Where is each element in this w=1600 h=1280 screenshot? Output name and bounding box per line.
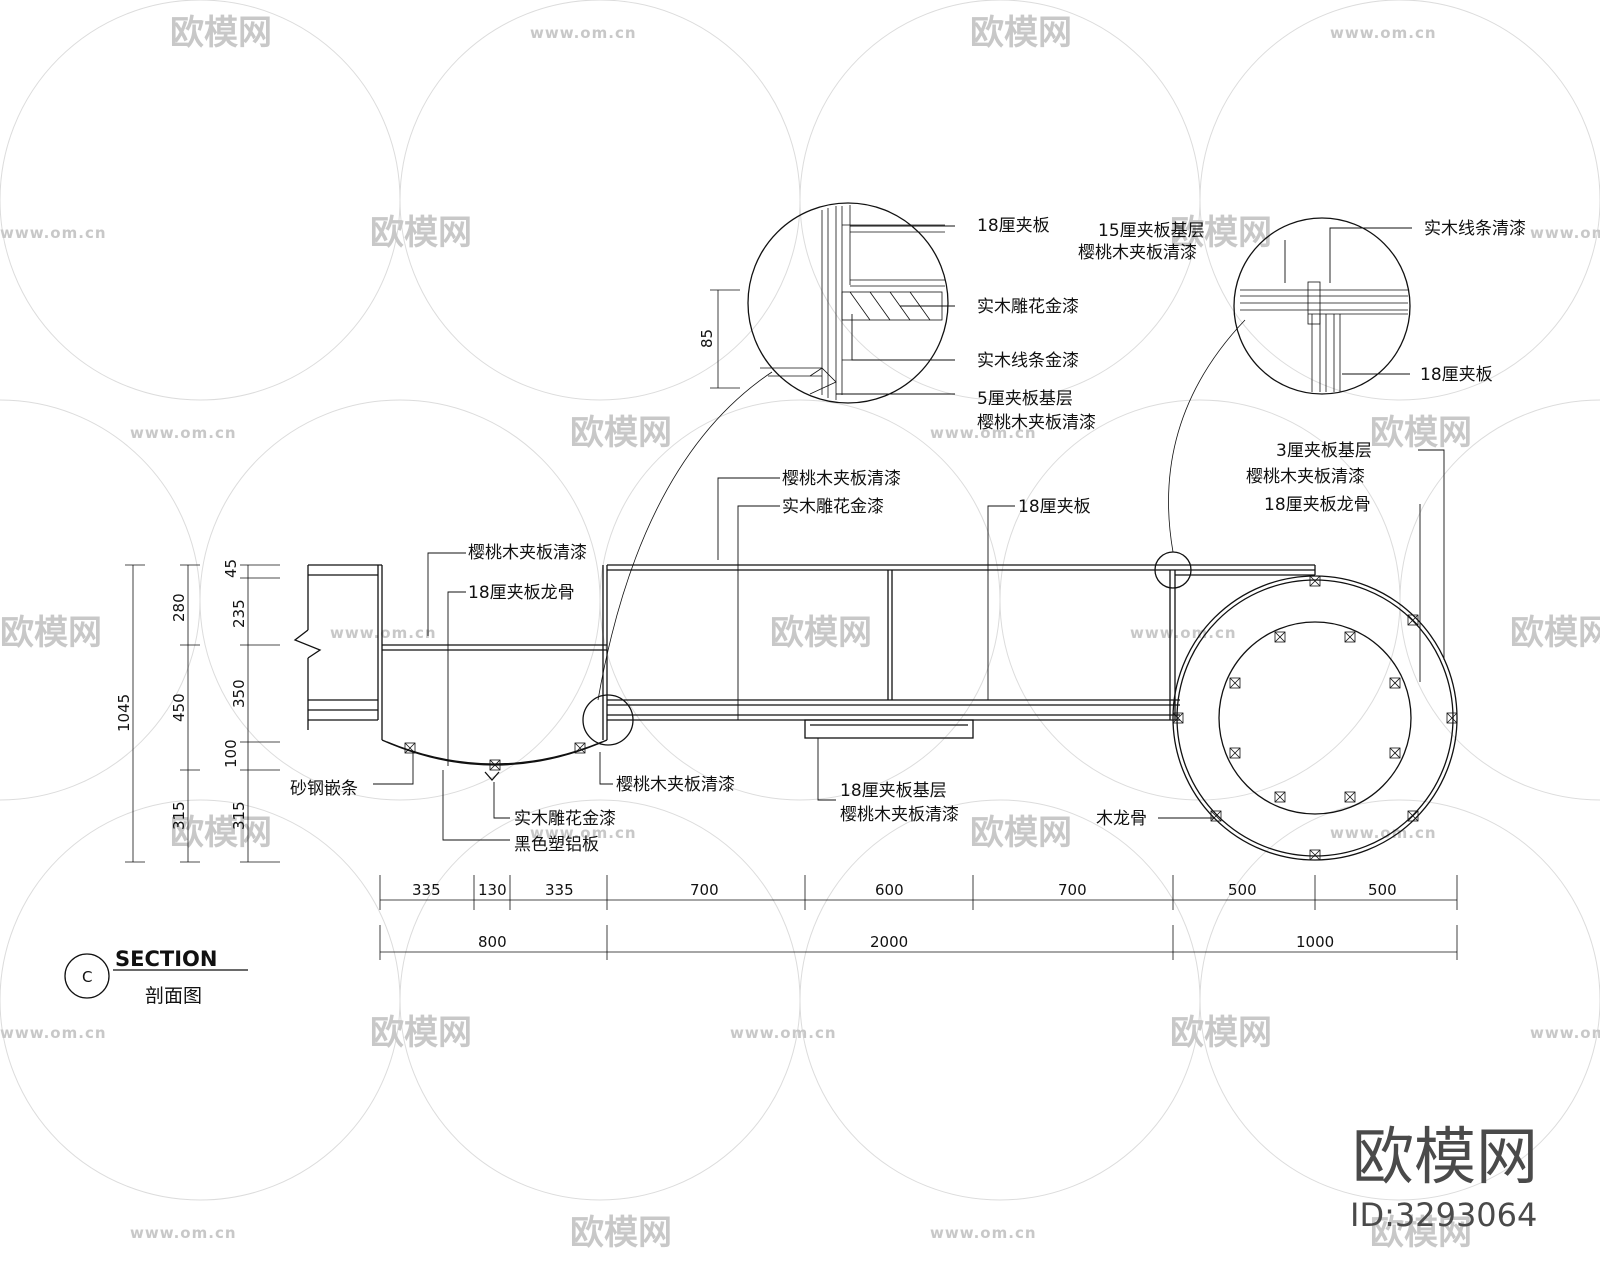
- label-d2-cherry: 樱桃木夹板清漆: [1078, 243, 1197, 263]
- dim-335b: 335: [545, 881, 574, 899]
- watermark-brand: 欧模网: [1370, 413, 1472, 453]
- label-d1-plywood18: 18厘夹板: [977, 216, 1050, 236]
- section-subtitle: 剖面图: [145, 985, 202, 1007]
- label-right-base3: 3厘夹板基层: [1276, 441, 1372, 461]
- dim-600: 600: [875, 881, 904, 899]
- watermark-url: www.om.cn: [1130, 624, 1237, 642]
- section-marker-circle: [64, 953, 110, 999]
- watermark-brand: 欧模网: [570, 1213, 672, 1253]
- label-bottom-cherry: 樱桃木夹板清漆: [840, 805, 959, 825]
- label-left-cherry: 樱桃木夹板清漆: [468, 543, 587, 563]
- label-d2-plywood18: 18厘夹板: [1420, 365, 1493, 385]
- watermark-brand: 欧模网: [370, 213, 472, 253]
- label-d1-line-gold: 实木线条金漆: [977, 351, 1079, 371]
- label-top-cherry: 樱桃木夹板清漆: [782, 469, 901, 489]
- label-top-plywood18: 18厘夹板: [1018, 497, 1091, 517]
- watermark-brand: 欧模网: [770, 613, 872, 653]
- label-top-carved-gold: 实木雕花金漆: [782, 497, 884, 517]
- watermark-url: www.om.cn: [530, 24, 637, 42]
- watermark-brand: 欧模网: [370, 1013, 472, 1053]
- section-marker-letter: C: [82, 968, 92, 986]
- watermark-url: www.om.cn: [530, 824, 637, 842]
- detail-callouts: [582, 202, 1411, 746]
- label-d1-cherry: 樱桃木夹板清漆: [977, 413, 1096, 433]
- dim-1000: 1000: [1296, 933, 1334, 951]
- watermark-brand: 欧模网: [570, 413, 672, 453]
- watermark-url: www.om.cn: [0, 1024, 107, 1042]
- dim-800: 800: [478, 933, 507, 951]
- watermark-brand: 欧模网: [1370, 1213, 1472, 1253]
- left-dimensions: [125, 289, 740, 863]
- label-sand-steel: 砂钢嵌条: [290, 779, 358, 799]
- middle-cabinet: [607, 564, 1316, 739]
- watermark-url: www.om.cn: [1530, 1024, 1600, 1042]
- label-left-keel18: 18厘夹板龙骨: [468, 583, 575, 603]
- dim-500a: 500: [1228, 881, 1257, 899]
- watermark-url: www.om.cn: [730, 1024, 837, 1042]
- left-wall-block: [293, 564, 383, 740]
- label-bottom-carved-gold: 实木雕花金漆: [514, 809, 616, 829]
- watermark-brand: 欧模网: [0, 613, 102, 653]
- dim-130: 130: [478, 881, 507, 899]
- watermark-brand: 欧模网: [1510, 613, 1600, 653]
- dim-450: 450: [170, 693, 188, 722]
- watermark-brand: 欧模网: [1170, 213, 1272, 253]
- dim-315-left: 315: [170, 801, 188, 830]
- dim-335a: 335: [412, 881, 441, 899]
- dim-315-right: 315: [230, 801, 248, 830]
- dim-85: 85: [698, 329, 716, 348]
- dim-235: 235: [230, 599, 248, 628]
- dim-1045: 1045: [115, 694, 133, 732]
- dim-500b: 500: [1368, 881, 1397, 899]
- watermark-layer: 欧模网 欧模网 欧模网 欧模网 欧模网 欧模网 欧模网 欧模网 欧模网 欧模网 …: [0, 0, 1600, 1253]
- dim-350: 350: [230, 679, 248, 708]
- watermark-url: www.om.cn: [130, 424, 237, 442]
- brand-id: ID:3293064: [1350, 1196, 1537, 1234]
- watermark-url: www.om.cn: [130, 1224, 237, 1242]
- label-bottom-base18: 18厘夹板基层: [840, 781, 947, 801]
- watermark-brand: 欧模网: [970, 813, 1072, 853]
- watermark-brand: 欧模网: [1170, 1013, 1272, 1053]
- label-d1-carved-gold: 实木雕花金漆: [977, 297, 1079, 317]
- watermark-brand: 欧模网: [170, 13, 272, 53]
- label-d1-base5: 5厘夹板基层: [977, 389, 1073, 409]
- watermark-url: www.om.cn: [1330, 824, 1437, 842]
- watermark-url: www.om.cn: [930, 424, 1037, 442]
- dim-280: 280: [170, 593, 188, 622]
- brand-mark: 欧模网 ID:3293064: [1350, 1120, 1538, 1234]
- dim-45: 45: [222, 559, 240, 578]
- watermark-url: www.om.cn: [930, 1224, 1037, 1242]
- watermark-brand: 欧模网: [970, 13, 1072, 53]
- label-right-keel18: 18厘夹板龙骨: [1264, 495, 1371, 515]
- watermark-brand: 欧模网: [170, 813, 272, 853]
- watermark-url: www.om.cn: [1530, 224, 1600, 242]
- bottom-dimensions: [379, 875, 1458, 960]
- watermark-url: www.om.cn: [1330, 24, 1437, 42]
- brand-name: 欧模网: [1352, 1120, 1538, 1193]
- watermark-url: www.om.cn: [330, 624, 437, 642]
- leaders: [373, 225, 1445, 841]
- round-column: [404, 575, 1458, 861]
- dim-700b: 700: [1058, 881, 1087, 899]
- section-marker: C SECTION 剖面图: [64, 947, 248, 1007]
- dim-100: 100: [222, 739, 240, 768]
- dim-700a: 700: [690, 881, 719, 899]
- dimension-text: 85 1045 280 450 315 45 235 350 100 315 3…: [115, 329, 1397, 951]
- watermark-url: www.om.cn: [0, 224, 107, 242]
- label-mid-cherry: 樱桃木夹板清漆: [616, 775, 735, 795]
- label-black-alu: 黑色塑铝板: [514, 835, 599, 855]
- label-right-cherry: 樱桃木夹板清漆: [1246, 467, 1365, 487]
- dim-2000: 2000: [870, 933, 908, 951]
- section-title: SECTION: [115, 947, 217, 971]
- label-d2-base15: 15厘夹板基层: [1098, 221, 1205, 241]
- label-d2-line-clear: 实木线条清漆: [1424, 219, 1526, 239]
- label-wood-keel: 木龙骨: [1096, 809, 1147, 829]
- annotation-labels: 18厘夹板 实木雕花金漆 实木线条金漆 5厘夹板基层 樱桃木夹板清漆 15厘夹板…: [290, 216, 1526, 855]
